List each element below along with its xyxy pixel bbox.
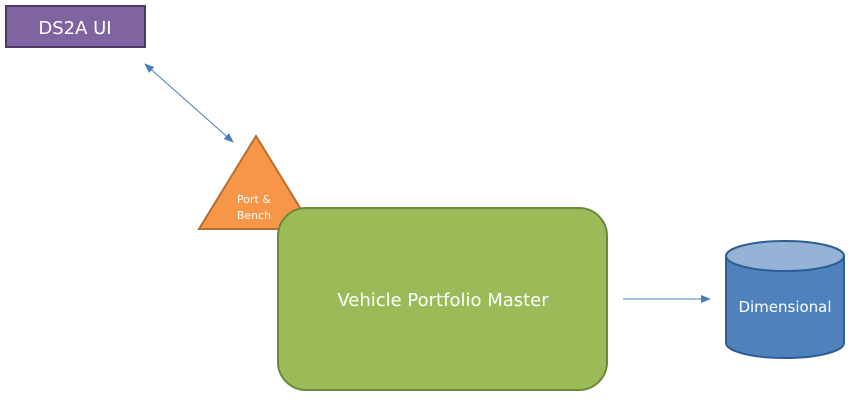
vehicle-portfolio-master-node[interactable]: Vehicle Portfolio Master [277,207,608,391]
dimensional-cylinder-body [725,256,845,359]
port-bench-triangle [197,134,315,230]
ds2a-to-port-bench-connector [144,63,234,143]
vehicle-portfolio-master-box [277,207,608,391]
vehicle-portfolio-master-label: Vehicle Portfolio Master [337,290,549,311]
ds2a-ui-node[interactable]: DS2A UI [5,5,146,48]
dimensional-node[interactable]: Dimensional [725,240,845,359]
port-bench-node[interactable]: Port & Bench [197,134,315,230]
port-bench-label-line-2: Bench [237,209,271,222]
dimensional-cylinder-top [725,240,845,272]
dimensional-label: Dimensional [738,298,831,316]
ds2a-ui-box [5,5,146,48]
ds2a-ui-label: DS2A UI [38,18,111,39]
port-bench-label-line-1: Port & [237,193,271,206]
